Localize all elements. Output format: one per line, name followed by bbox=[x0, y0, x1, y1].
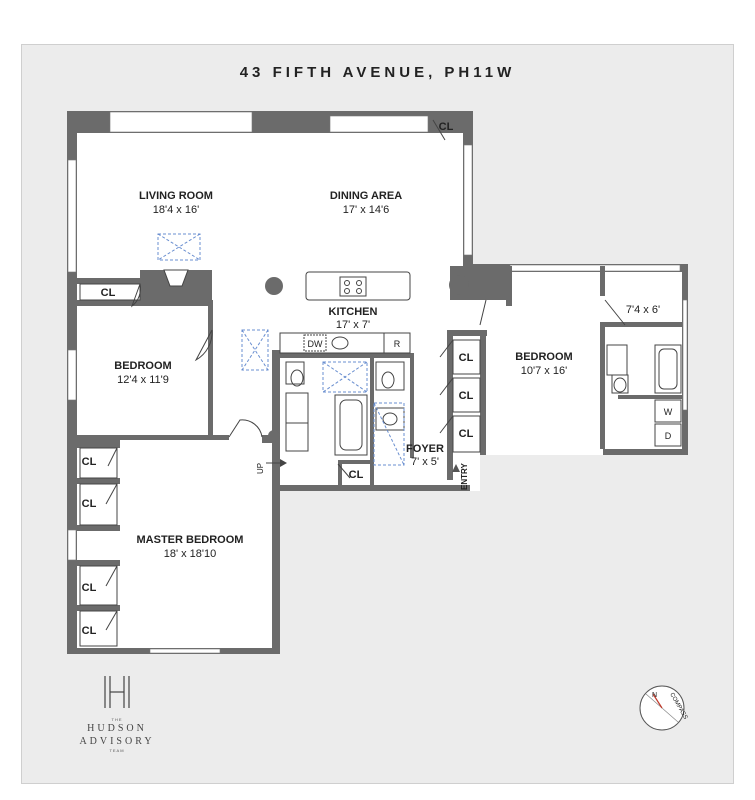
master-bedroom-label: MASTER BEDROOM bbox=[137, 534, 244, 546]
dining-area-label: DINING AREA bbox=[330, 190, 402, 202]
stairs-up-label: UP bbox=[256, 463, 265, 474]
dining-area-dims: 17' x 14'6 bbox=[343, 204, 389, 216]
compass: N COMPASS bbox=[639, 685, 688, 731]
master-bedroom-dims: 18' x 18'10 bbox=[164, 548, 217, 560]
dashed-fixtures bbox=[157, 233, 405, 466]
plan-title: 43 FIFTH AVENUE, PH11W bbox=[239, 64, 516, 81]
closet-label: CL bbox=[82, 456, 97, 468]
compass-north-label: N bbox=[652, 692, 657, 699]
logo-line2: ADVISORY bbox=[79, 736, 155, 747]
closet-label: CL bbox=[459, 390, 474, 402]
closet-label: CL bbox=[101, 287, 116, 299]
closet-label: CL bbox=[349, 469, 364, 481]
closet-label: CL bbox=[82, 582, 97, 594]
closet-label: CL bbox=[439, 121, 454, 133]
closet-label: CL bbox=[459, 428, 474, 440]
kitchen-fixtures bbox=[279, 271, 411, 354]
kitchen-dims: 17' x 7' bbox=[336, 319, 370, 331]
living-room-label: LIVING ROOM bbox=[139, 190, 213, 202]
logo-team: TEAM bbox=[109, 748, 125, 753]
dryer-label: D bbox=[665, 431, 672, 441]
kitchen-label: KITCHEN bbox=[329, 306, 378, 318]
doors bbox=[105, 119, 626, 631]
closet-outlines bbox=[79, 283, 481, 647]
refrigerator-label: R bbox=[394, 339, 401, 349]
columns bbox=[265, 275, 469, 442]
bedroom-west-dims: 12'4 x 11'9 bbox=[117, 374, 169, 386]
logo-line1: HUDSON bbox=[87, 723, 147, 734]
closet-label: CL bbox=[459, 352, 474, 364]
stair-marker bbox=[266, 459, 287, 467]
living-room-dims: 18'4 x 16' bbox=[153, 204, 199, 216]
entry-label: ENTRY bbox=[460, 463, 469, 490]
compass-needle bbox=[652, 693, 663, 709]
bedroom-west-label: BEDROOM bbox=[114, 360, 171, 372]
hudson-advisory-logo: THE HUDSON ADVISORY TEAM bbox=[72, 672, 162, 753]
dishwasher-label: DW bbox=[308, 339, 323, 349]
bath-fixtures bbox=[285, 344, 682, 456]
logo-the: THE bbox=[111, 717, 123, 722]
logo-h-icon bbox=[104, 676, 130, 708]
washer-label: W bbox=[664, 407, 673, 417]
foyer-dims: 7' x 5' bbox=[411, 456, 439, 468]
bath-east-dims: 7'4 x 6' bbox=[626, 304, 660, 316]
entry-marker bbox=[452, 464, 460, 472]
closet-label: CL bbox=[82, 625, 97, 637]
foyer-label: FOYER bbox=[406, 443, 444, 455]
bedroom-east-dims: 10'7 x 16' bbox=[521, 365, 567, 377]
closet-label: CL bbox=[82, 498, 97, 510]
fireplace bbox=[163, 269, 189, 287]
bedroom-east-label: BEDROOM bbox=[515, 351, 572, 363]
